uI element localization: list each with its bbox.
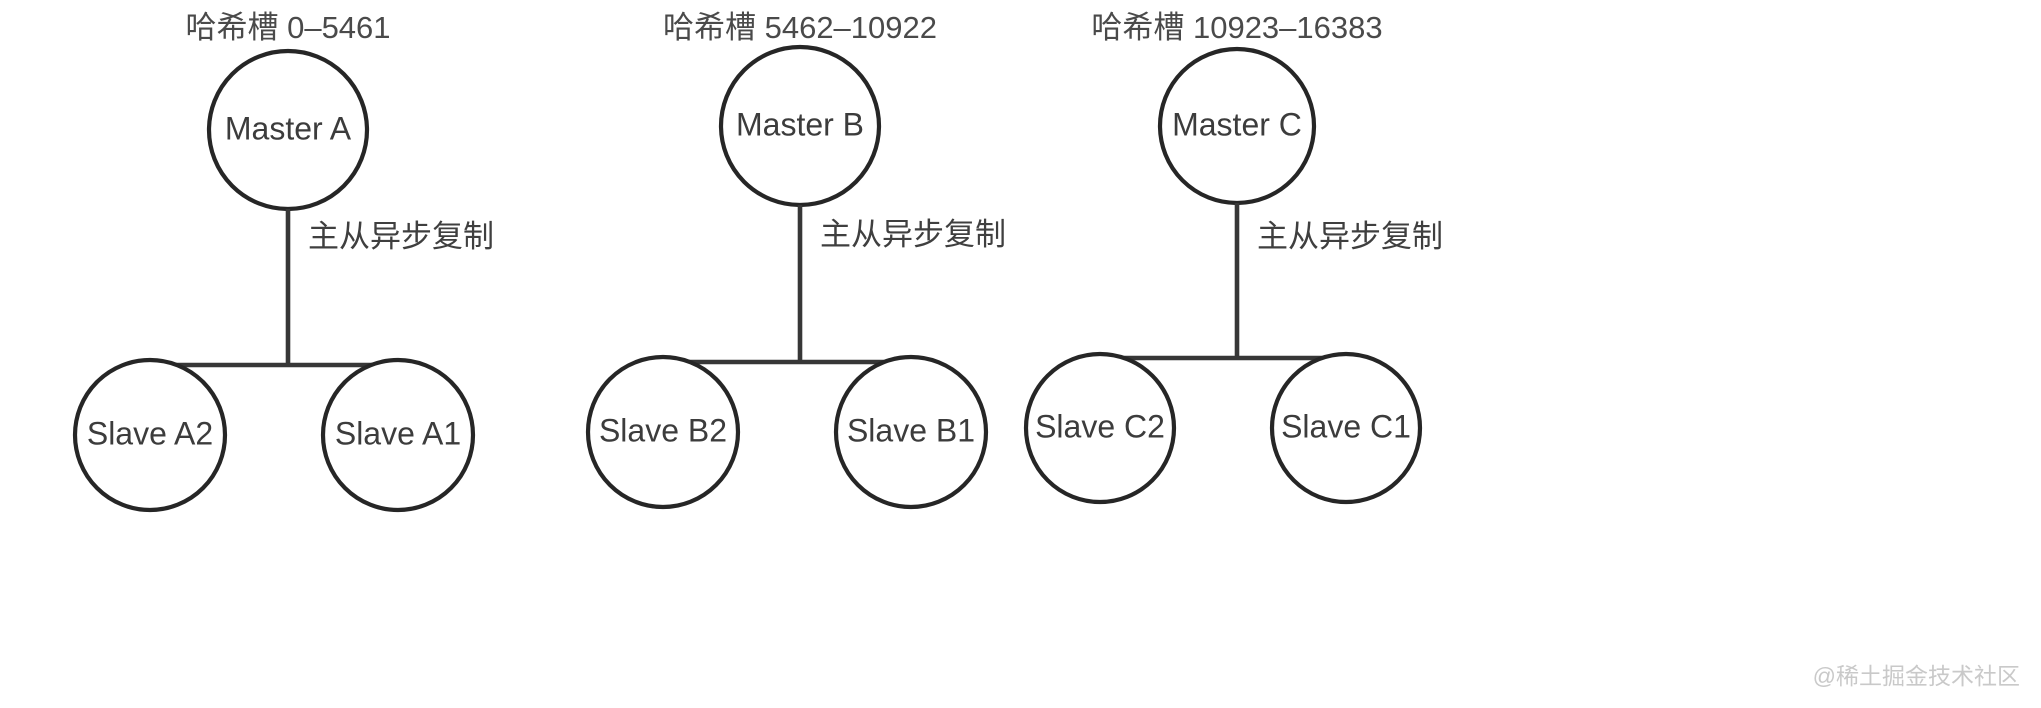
replication-label-c: 主从异步复制 [1257,219,1443,254]
shard-title-b: 哈希槽 5462–10922 [663,10,937,45]
slave-node-c1-circle [1269,351,1423,505]
slave-node-a2-label: Slave A2 [87,415,213,451]
shard-group-c: 哈希槽 10923–16383 Master C 主从异步复制 Slave C2… [1023,10,1443,505]
slave-node-c1[interactable]: Slave C1 [1269,351,1423,505]
slave-node-c2[interactable]: Slave C2 [1023,351,1177,505]
shard-group-a: 哈希槽 0–5461 Master A 主从异步复制 Slave A2 [72,10,494,513]
slave-node-a1-circle [320,357,476,513]
slave-node-c1-label: Slave C1 [1281,408,1411,444]
slave-node-b1-label: Slave B1 [847,412,975,448]
shard-group-b: 哈希槽 5462–10922 Master B 主从异步复制 Slave B2 … [585,10,1006,510]
replication-label-a: 主从异步复制 [308,219,494,254]
master-node-a-label: Master A [225,110,352,146]
slave-node-b1[interactable]: Slave B1 [833,354,989,510]
slave-node-b2-circle [585,354,741,510]
master-node-b-label: Master B [736,106,864,142]
slave-node-a1[interactable]: Slave A1 [320,357,476,513]
slave-node-b2-label: Slave B2 [599,412,727,448]
slave-node-b1-circle [833,354,989,510]
shard-title-c: 哈希槽 10923–16383 [1091,10,1382,45]
slave-node-a2-circle [72,357,228,513]
slave-node-a2[interactable]: Slave A2 [72,357,228,513]
slave-node-c2-label: Slave C2 [1035,408,1165,444]
slave-node-b2[interactable]: Slave B2 [585,354,741,510]
master-node-b[interactable]: Master B [718,44,882,208]
shard-title-a: 哈希槽 0–5461 [185,10,390,45]
master-node-a[interactable]: Master A [206,48,370,212]
slave-node-c2-circle [1023,351,1177,505]
master-node-c-label: Master C [1172,106,1302,142]
slave-node-a1-label: Slave A1 [335,415,461,451]
watermark-label: @稀土掘金技术社区 [1813,663,2020,689]
master-node-c[interactable]: Master C [1157,46,1317,206]
replication-label-b: 主从异步复制 [820,217,1006,252]
